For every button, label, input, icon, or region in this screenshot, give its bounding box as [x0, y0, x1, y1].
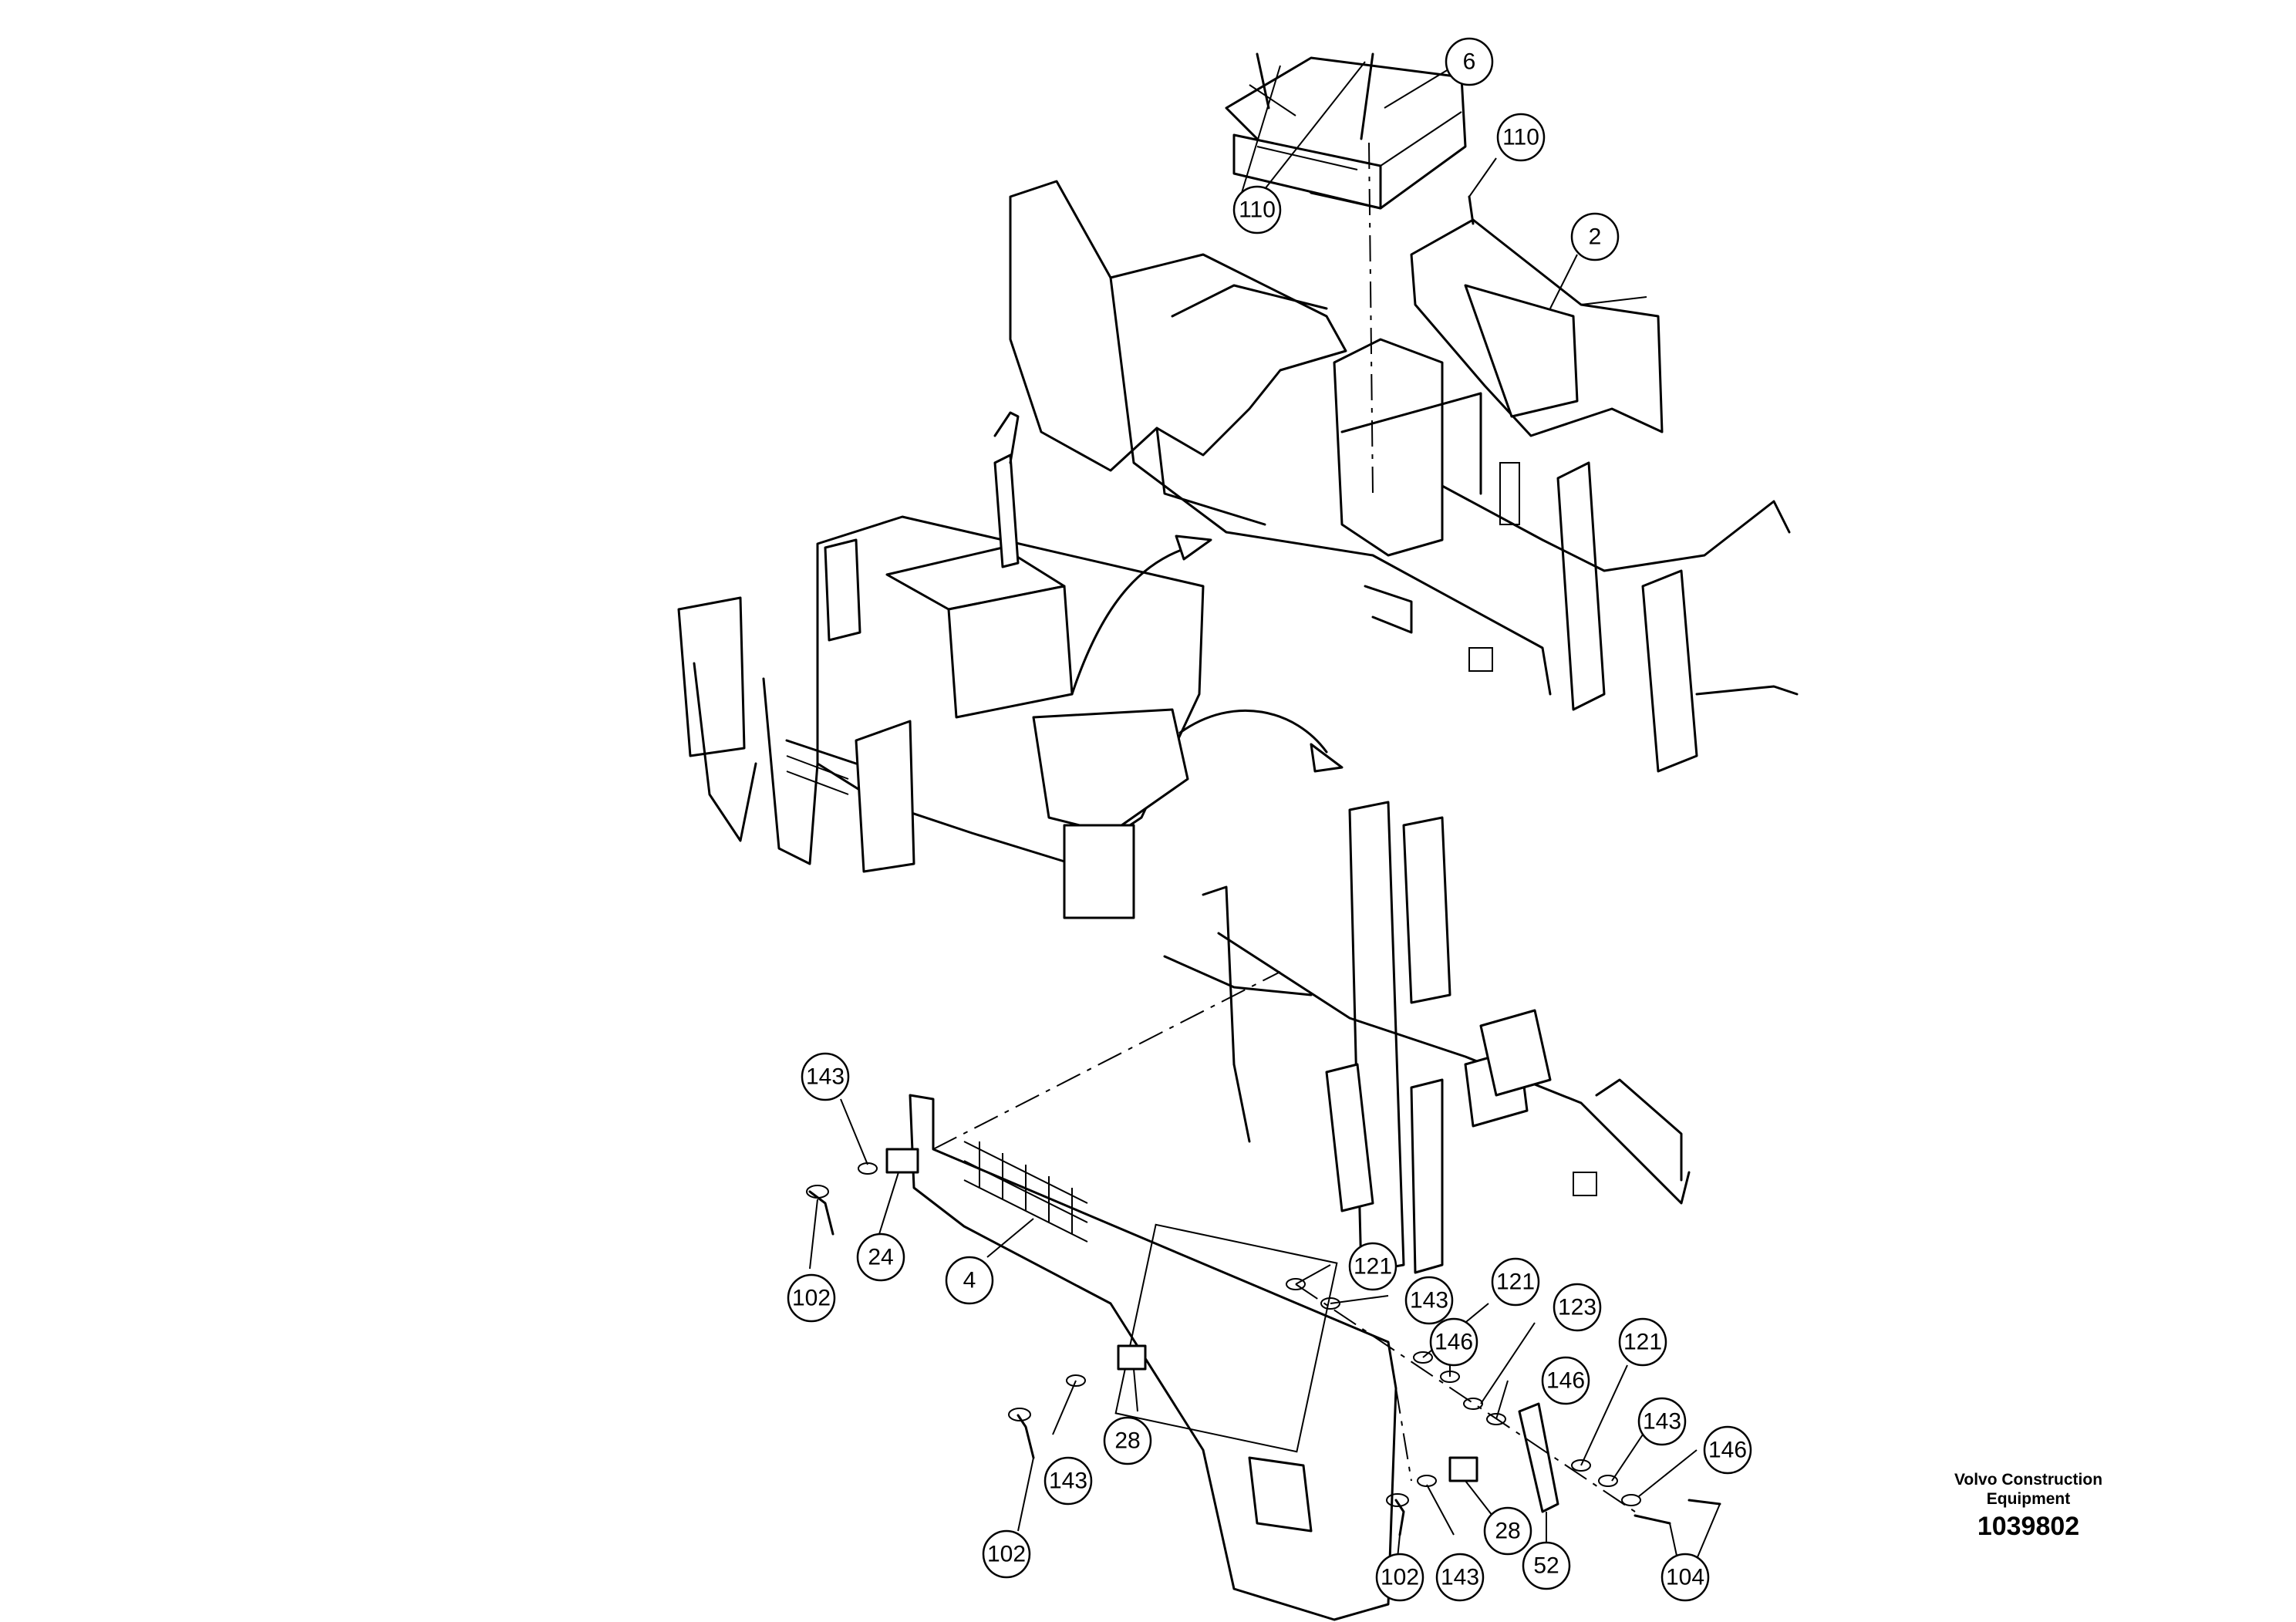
- washer: [1621, 1494, 1641, 1506]
- washer: [858, 1162, 878, 1175]
- callout-143-c: 143: [1637, 1397, 1687, 1446]
- washer: [1413, 1351, 1433, 1364]
- svg-text:110: 110: [1239, 197, 1276, 223]
- callout-110-b: 110: [1496, 113, 1546, 162]
- bolt: [1633, 1499, 1721, 1525]
- bracket: [1448, 1456, 1478, 1482]
- callout-104: 104: [1660, 1553, 1710, 1602]
- svg-text:121: 121: [1354, 1254, 1392, 1280]
- side-door-panel: [909, 1094, 1397, 1621]
- drawing-number: 1039802: [1977, 1512, 2080, 1541]
- svg-text:28: 28: [1114, 1428, 1140, 1454]
- bolt: [1386, 1493, 1409, 1536]
- callout-143-b: 143: [1404, 1276, 1454, 1325]
- callout-24: 24: [856, 1233, 905, 1282]
- svg-text:6: 6: [1463, 49, 1476, 75]
- spring-link: [1518, 1402, 1559, 1513]
- svg-text:146: 146: [1708, 1438, 1747, 1463]
- assembly-lines: [932, 142, 1636, 1512]
- callout-143-d: 143: [1043, 1456, 1093, 1506]
- svg-text:143: 143: [806, 1064, 845, 1090]
- callout-102-b: 102: [982, 1529, 1031, 1579]
- svg-text:24: 24: [868, 1245, 893, 1270]
- brand-line-1: Volvo Construction: [1954, 1471, 2103, 1489]
- callout-52: 52: [1522, 1541, 1571, 1590]
- callout-102-a: 102: [787, 1273, 836, 1323]
- washer: [1320, 1297, 1340, 1310]
- svg-text:52: 52: [1533, 1553, 1559, 1579]
- brand-line-2: Equipment: [1986, 1490, 2071, 1508]
- bracket: [885, 1148, 919, 1174]
- svg-text:102: 102: [987, 1542, 1026, 1567]
- callout-143-e: 143: [1435, 1553, 1485, 1602]
- callout-110-a: 110: [1232, 185, 1282, 234]
- svg-text:104: 104: [1666, 1565, 1704, 1590]
- svg-text:143: 143: [1643, 1409, 1681, 1435]
- washer: [1598, 1475, 1618, 1487]
- svg-text:102: 102: [792, 1286, 831, 1311]
- washer: [1571, 1459, 1591, 1472]
- callout-146-c: 146: [1703, 1425, 1752, 1475]
- bracket: [1117, 1344, 1147, 1371]
- hardware-items: [806, 52, 1721, 1536]
- callout-6: 6: [1445, 37, 1494, 86]
- callout-28-a: 28: [1103, 1416, 1152, 1465]
- svg-text:121: 121: [1496, 1270, 1535, 1295]
- svg-text:4: 4: [963, 1268, 976, 1293]
- svg-text:102: 102: [1381, 1565, 1419, 1590]
- washer: [1463, 1398, 1483, 1410]
- svg-text:143: 143: [1441, 1565, 1479, 1590]
- bolt: [1008, 1408, 1035, 1459]
- lower-frame: [1163, 801, 1691, 1274]
- svg-text:2: 2: [1589, 224, 1602, 250]
- callout-28-b: 28: [1483, 1506, 1532, 1556]
- callout-146-b: 146: [1541, 1356, 1590, 1405]
- callout-123: 123: [1553, 1283, 1602, 1332]
- callout-4: 4: [945, 1256, 994, 1305]
- bolt: [1256, 52, 1475, 225]
- callout-102-c: 102: [1375, 1553, 1424, 1602]
- washer: [1066, 1374, 1086, 1387]
- callout-121-c: 121: [1618, 1317, 1667, 1367]
- svg-text:143: 143: [1410, 1288, 1448, 1313]
- callout-143-a: 143: [801, 1052, 850, 1101]
- svg-text:121: 121: [1623, 1330, 1662, 1355]
- svg-text:146: 146: [1435, 1330, 1473, 1355]
- callout-121-a: 121: [1348, 1242, 1397, 1291]
- callout-121-b: 121: [1491, 1257, 1540, 1307]
- machine-overview: [677, 411, 1205, 919]
- svg-text:146: 146: [1546, 1368, 1585, 1394]
- callout-2: 2: [1570, 212, 1620, 261]
- svg-text:123: 123: [1558, 1295, 1596, 1320]
- callouts: 6 110 110 2 143 24 102 4 121 143 121 146…: [787, 37, 1752, 1602]
- view-arrows: [1070, 534, 1344, 773]
- svg-text:143: 143: [1049, 1469, 1087, 1494]
- bolt: [806, 1185, 834, 1236]
- side-shield-part: [1410, 218, 1664, 437]
- callout-146-a: 146: [1429, 1317, 1478, 1367]
- upper-frame: [1009, 180, 1799, 773]
- brand-name: Volvo Construction Equipment: [1905, 1470, 2152, 1509]
- grille-slots: [963, 1141, 1088, 1243]
- washer: [1286, 1278, 1306, 1290]
- svg-text:110: 110: [1502, 125, 1539, 150]
- washer: [1486, 1413, 1506, 1425]
- svg-text:28: 28: [1495, 1519, 1520, 1544]
- washer: [1417, 1475, 1437, 1487]
